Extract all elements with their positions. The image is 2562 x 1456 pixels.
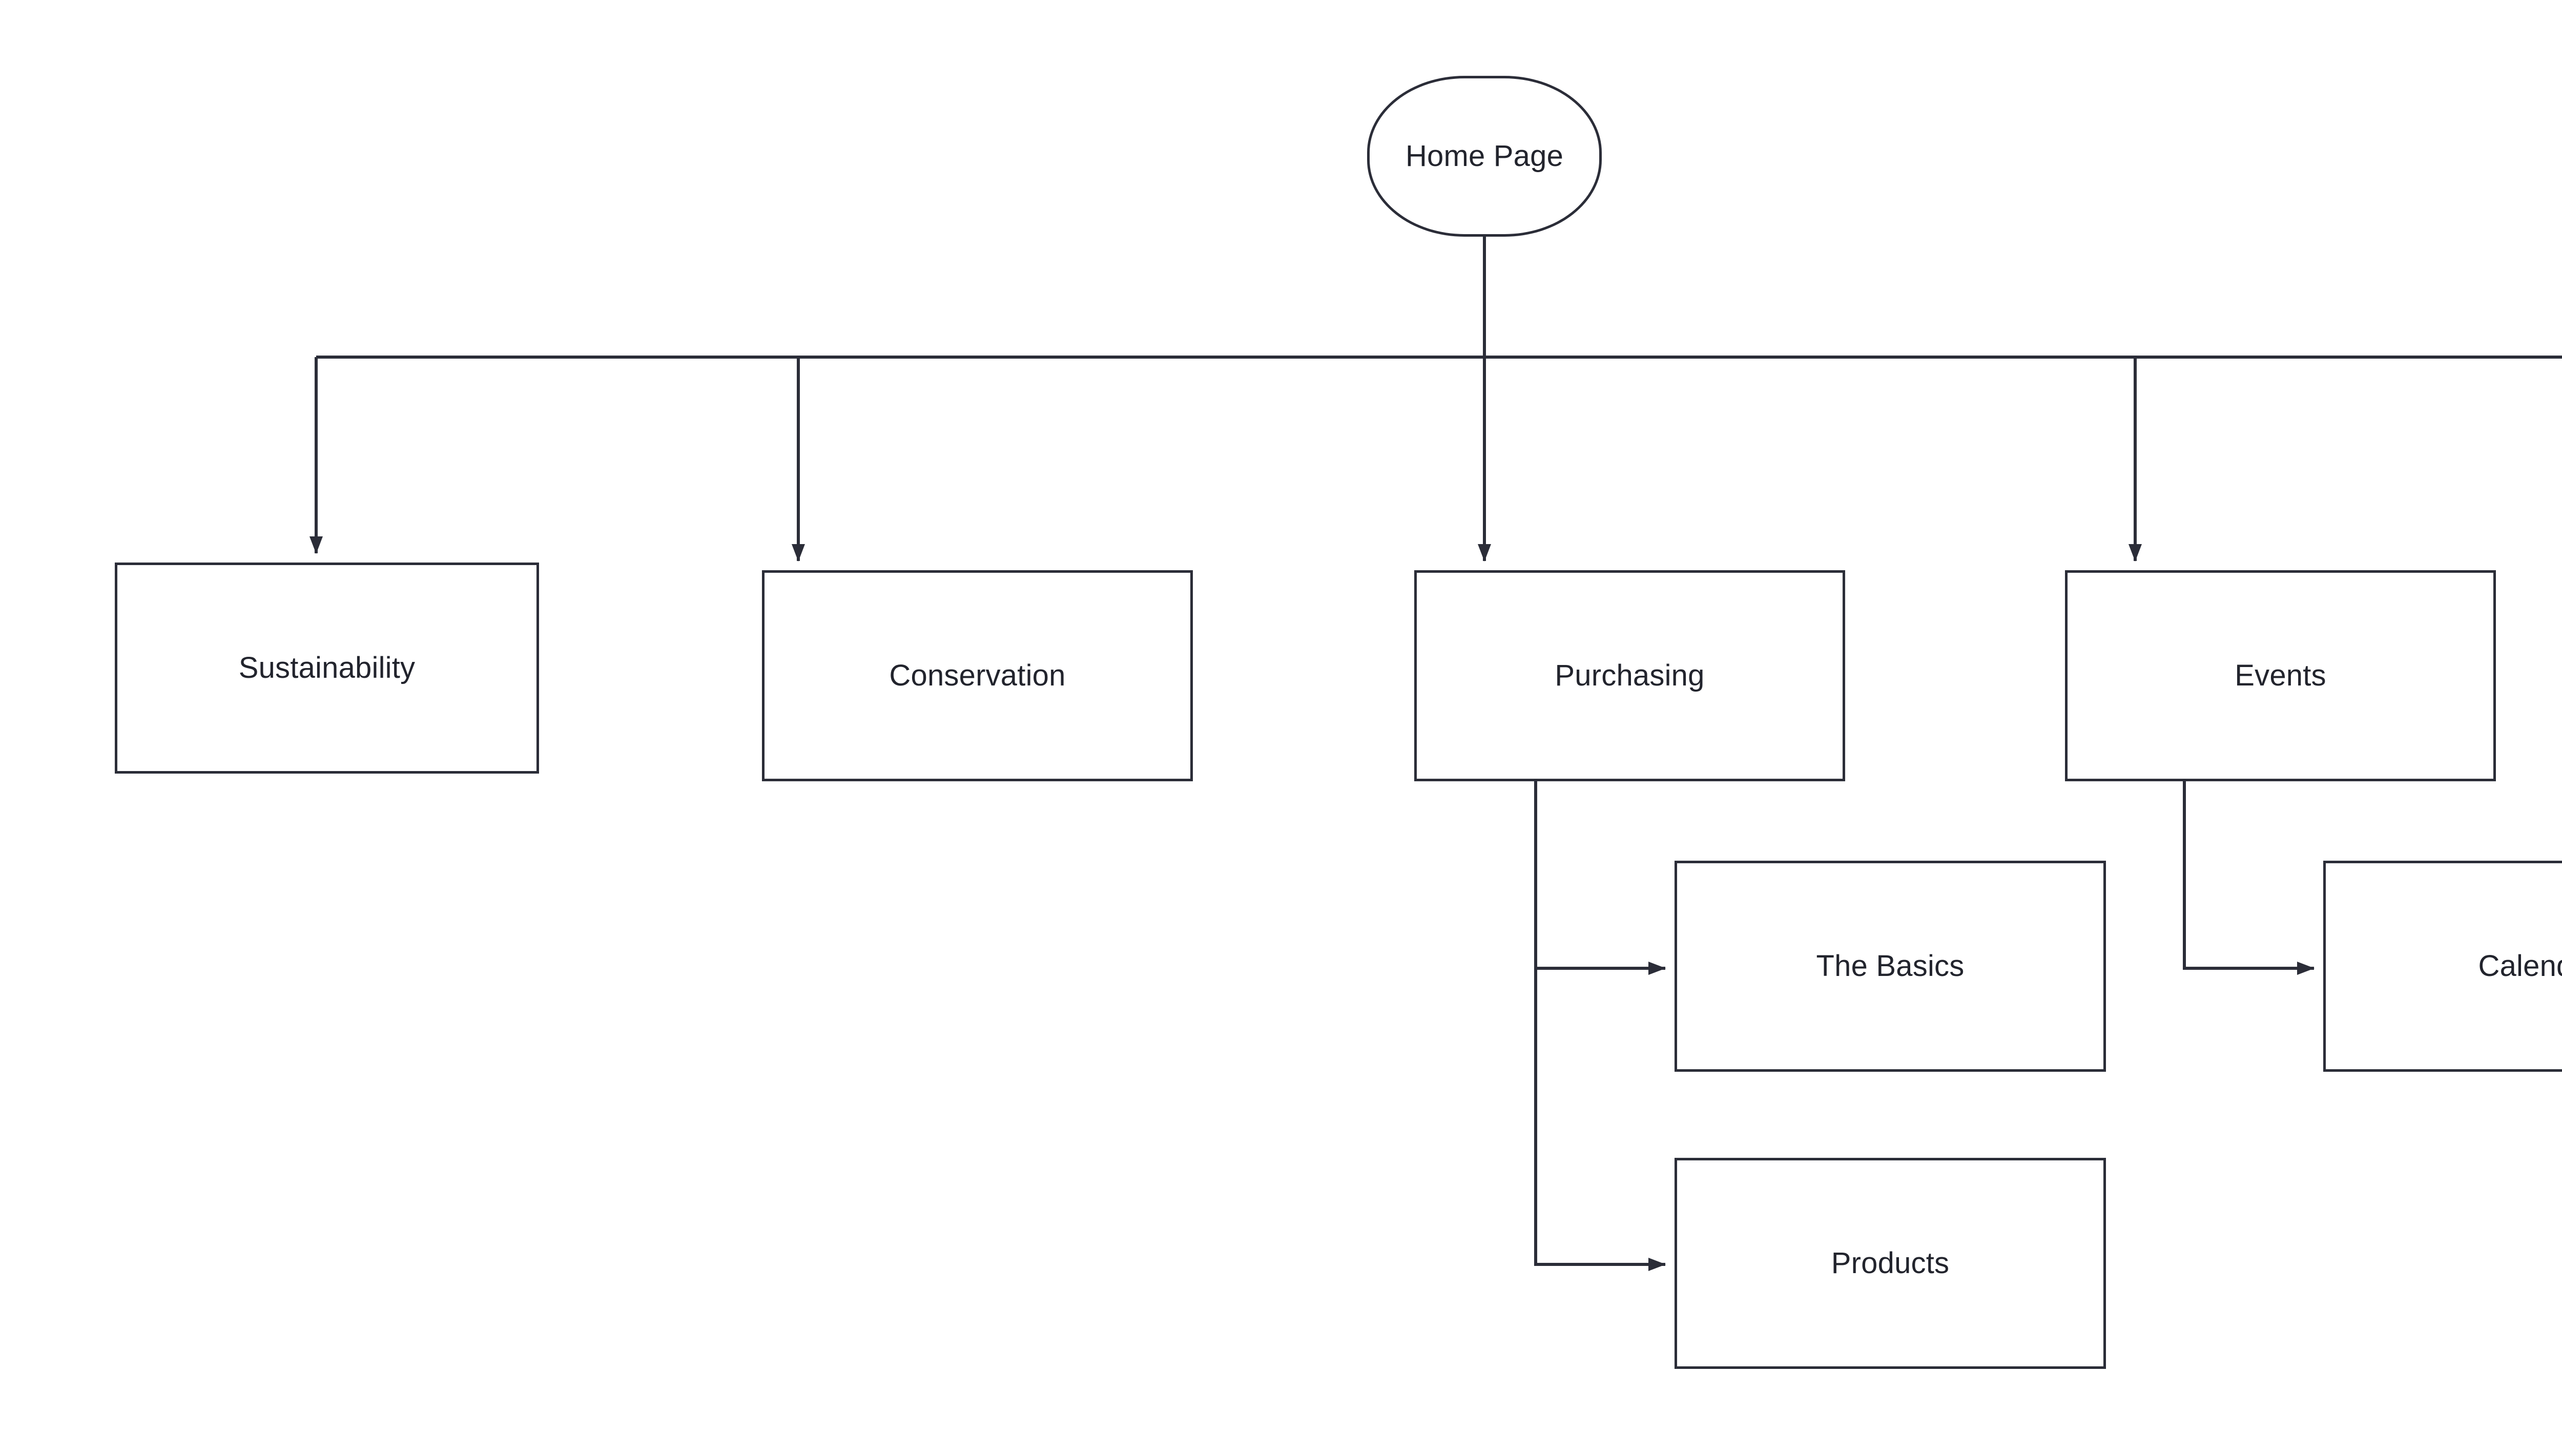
node-purchasing-label: Purchasing bbox=[1555, 659, 1705, 693]
node-sustainability-label: Sustainability bbox=[238, 651, 416, 685]
node-conservation-label: Conservation bbox=[889, 659, 1066, 693]
node-home-page-label: Home Page bbox=[1405, 139, 1564, 173]
node-calendar[interactable]: Calendar bbox=[2323, 861, 2562, 1072]
node-events[interactable]: Events bbox=[2065, 570, 2496, 781]
node-sustainability[interactable]: Sustainability bbox=[115, 563, 539, 774]
node-products-label: Products bbox=[1831, 1246, 1950, 1280]
edge-purchasing-to-products bbox=[1534, 781, 1666, 1271]
edge-events-to-calendar bbox=[2183, 781, 2315, 975]
node-purchasing[interactable]: Purchasing bbox=[1414, 570, 1845, 781]
node-conservation[interactable]: Conservation bbox=[762, 570, 1193, 781]
node-home-page[interactable]: Home Page bbox=[1367, 76, 1602, 237]
node-the-basics[interactable]: The Basics bbox=[1675, 861, 2106, 1072]
edge-purchasing-to-the-basics bbox=[1534, 781, 1666, 975]
node-calendar-label: Calendar bbox=[2478, 949, 2562, 983]
node-products[interactable]: Products bbox=[1675, 1158, 2106, 1369]
node-events-label: Events bbox=[2235, 659, 2326, 693]
node-the-basics-label: The Basics bbox=[1816, 949, 1965, 983]
